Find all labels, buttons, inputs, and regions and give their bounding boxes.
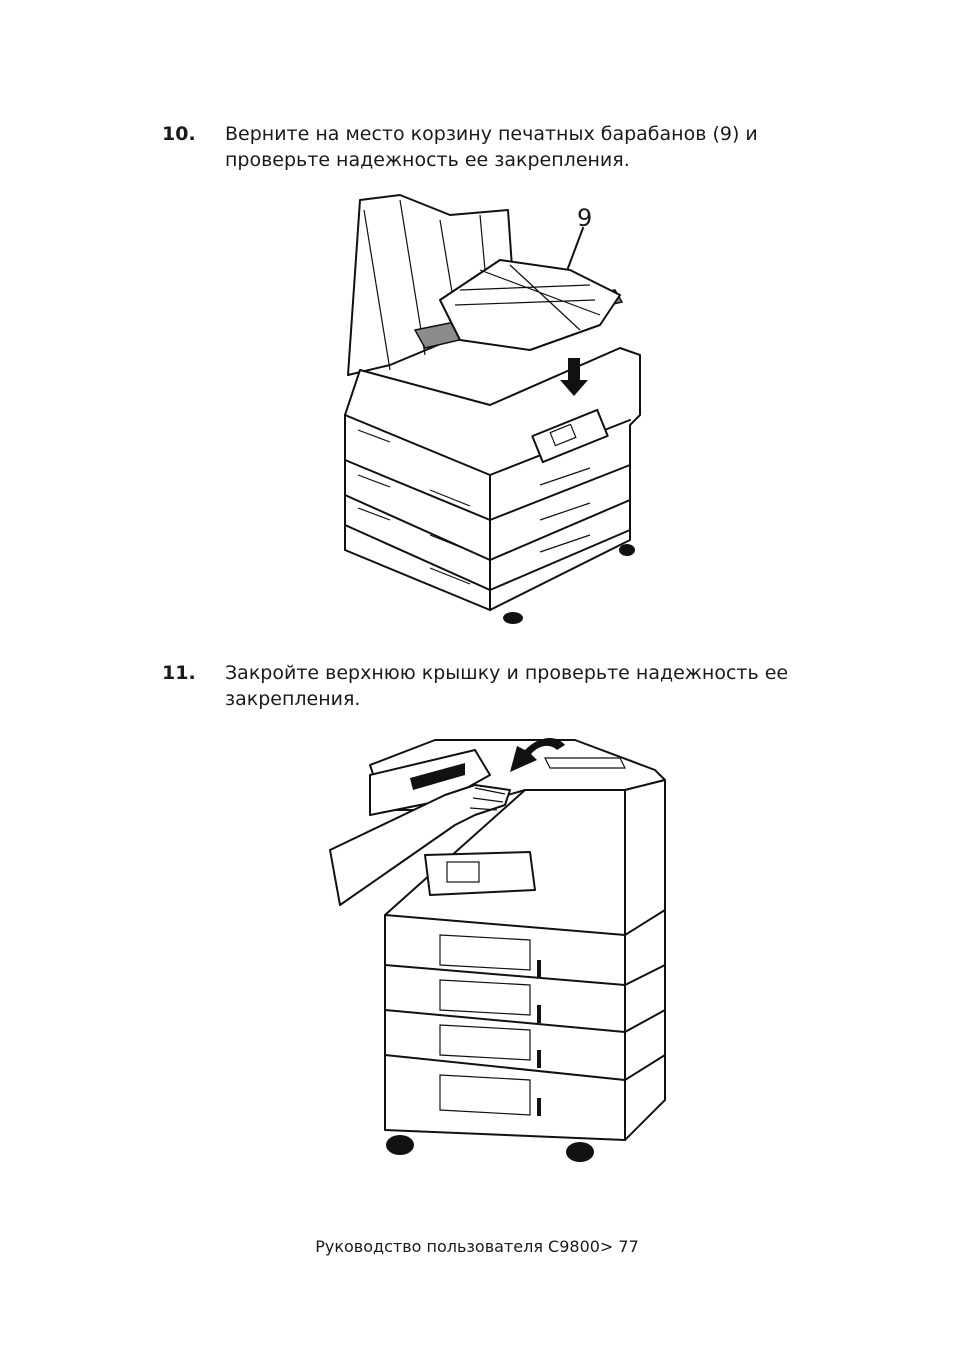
callout-9: 9 (577, 204, 593, 232)
printer-drum-cassette-illustration (344, 194, 641, 624)
step-text: Закройте верхнюю крышку и проверьте наде… (225, 662, 789, 710)
printer-closed-cover-illustration (329, 738, 666, 1162)
page-footer: Руководство пользователя C9800> 77 (315, 1237, 639, 1256)
step-text: Верните на место корзину печатных бараба… (225, 123, 758, 171)
step-number: 11. (162, 662, 196, 684)
step-number: 10. (162, 123, 196, 145)
